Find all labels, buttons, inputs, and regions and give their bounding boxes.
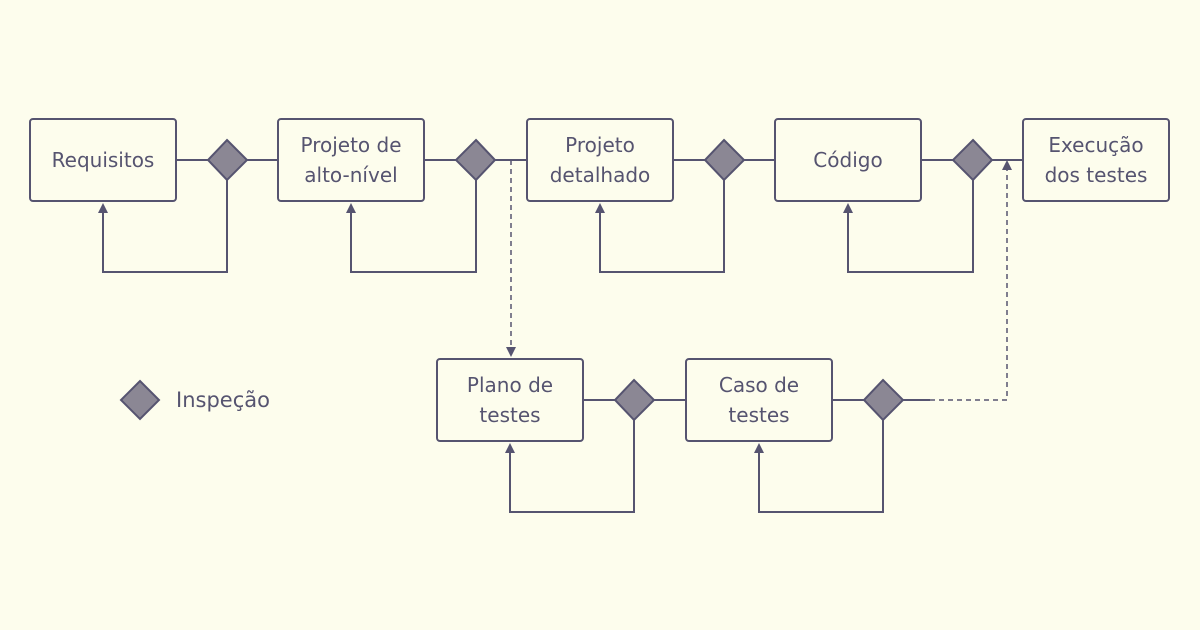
node-codigo-label: Código xyxy=(813,148,883,172)
node-codigo: Código xyxy=(774,118,922,202)
node-execucao-testes: Execução dos testes xyxy=(1022,118,1170,202)
node-requisitos: Requisitos xyxy=(29,118,177,202)
node-projeto-detalhado-label: Projeto detalhado xyxy=(549,133,651,187)
node-caso-testes: Caso de testes xyxy=(685,358,833,442)
inspection-diamond-6 xyxy=(862,378,905,422)
node-plano-testes-label: Plano de testes xyxy=(466,373,554,427)
feedback-loop-caso xyxy=(758,420,884,513)
node-plano-testes: Plano de testes xyxy=(436,358,584,442)
arrow-to-execucao xyxy=(1002,160,1012,170)
inspection-diamond-1 xyxy=(206,138,249,182)
node-execucao-testes-label: Execução dos testes xyxy=(1044,133,1148,187)
arrow-caso xyxy=(754,443,764,453)
arrow-projeto-alto-nivel xyxy=(346,203,356,213)
inspection-diamond-4 xyxy=(951,138,994,182)
node-projeto-alto-nivel-label: Projeto de alto-nível xyxy=(300,133,402,187)
inspection-diamond-3 xyxy=(703,138,746,182)
feedback-loop-codigo xyxy=(847,180,974,273)
feedback-loop-projeto-alto-nivel xyxy=(350,180,477,273)
arrow-codigo xyxy=(843,203,853,213)
arrow-plano xyxy=(505,443,515,453)
node-projeto-alto-nivel: Projeto de alto-nível xyxy=(277,118,425,202)
node-caso-testes-label: Caso de testes xyxy=(718,373,800,427)
arrow-to-plano xyxy=(506,347,516,357)
node-requisitos-label: Requisitos xyxy=(51,148,155,172)
dashed-link-to-execucao xyxy=(903,170,1008,401)
legend-label: Inspeção xyxy=(176,388,270,412)
arrow-projeto-detalhado xyxy=(595,203,605,213)
inspection-diamond-2 xyxy=(454,138,497,182)
feedback-loop-plano xyxy=(509,420,635,513)
arrow-requisitos xyxy=(98,203,108,213)
inspection-diamond-5 xyxy=(613,378,656,422)
node-projeto-detalhado: Projeto detalhado xyxy=(526,118,674,202)
feedback-loop-requisitos xyxy=(102,180,228,273)
diamond-icon xyxy=(119,379,161,421)
feedback-loop-projeto-detalhado xyxy=(599,180,725,273)
legend: Inspeção xyxy=(118,378,270,422)
